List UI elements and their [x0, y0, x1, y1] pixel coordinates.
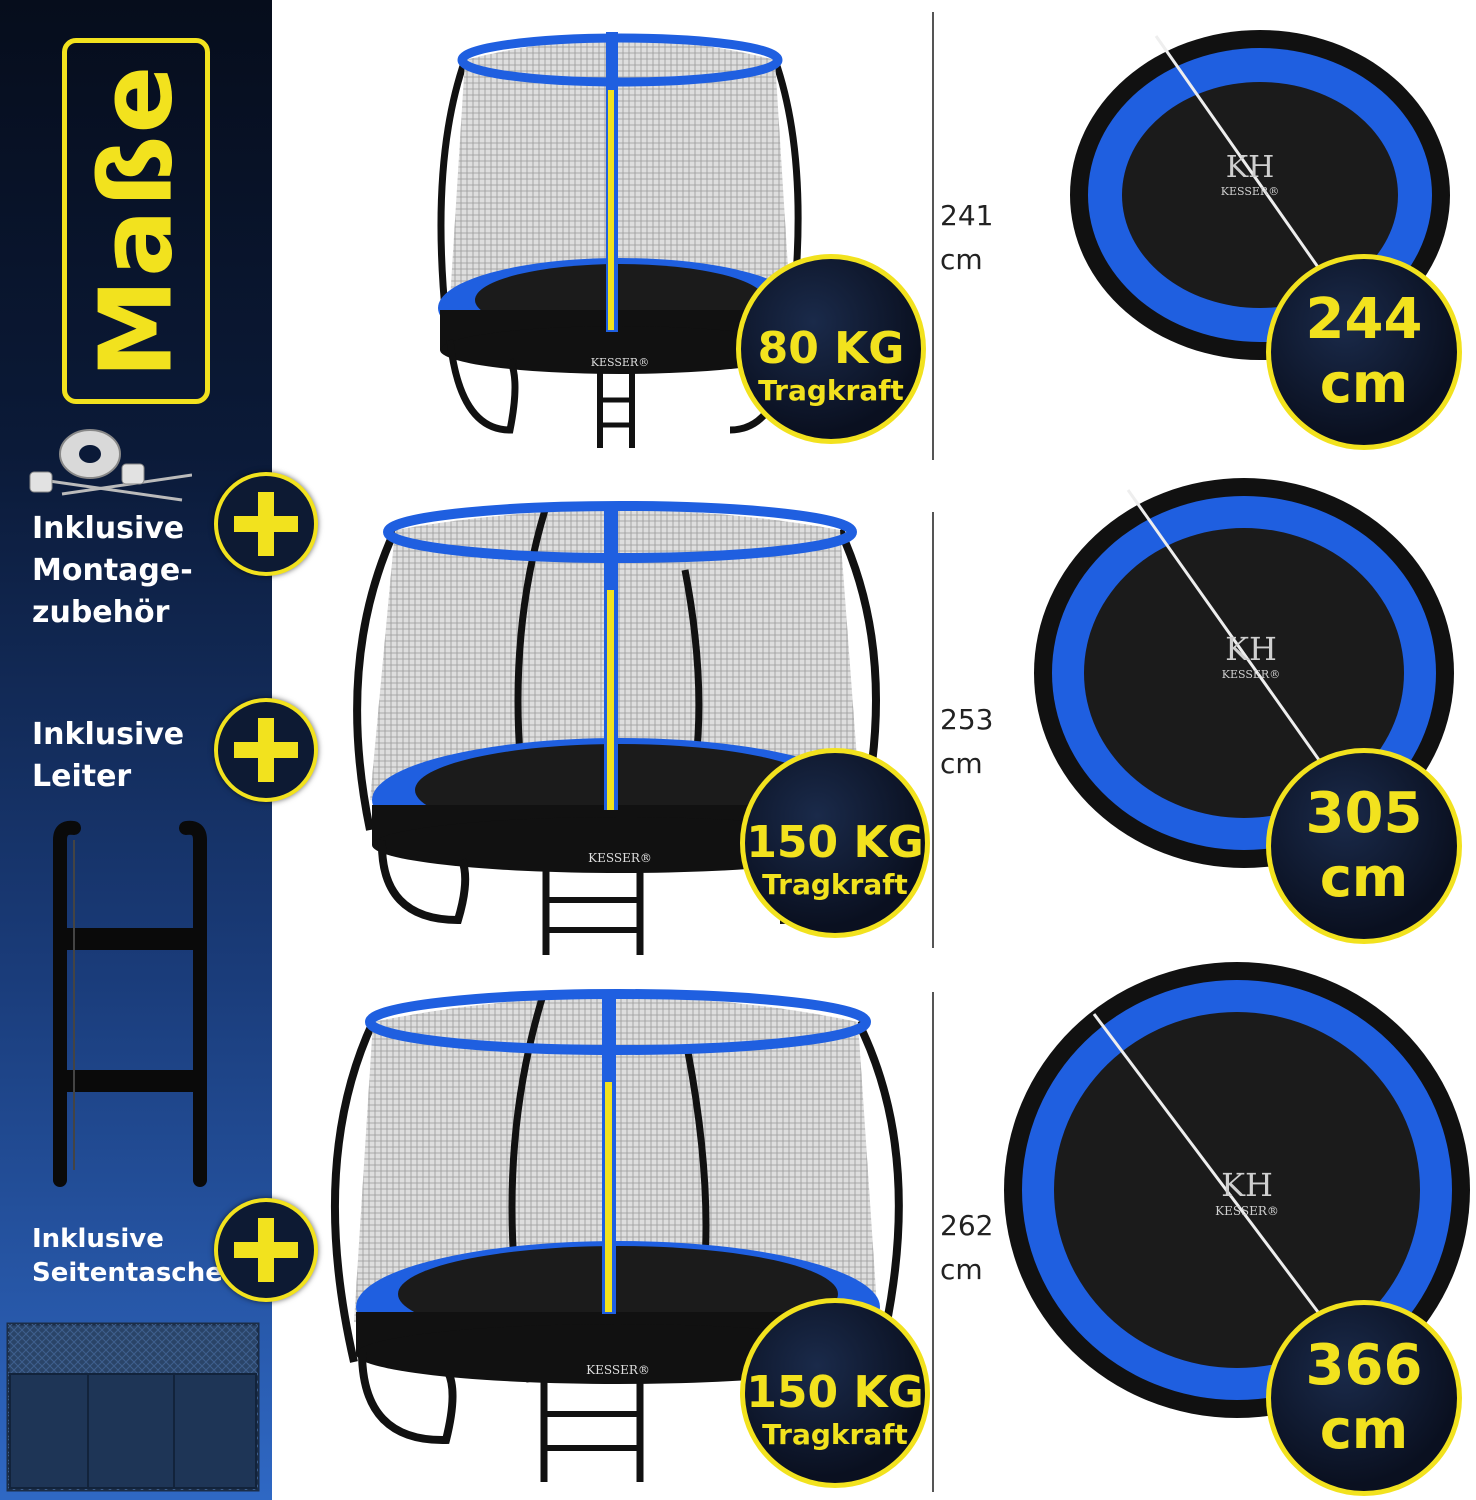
- top-logo: KH KESSER®: [1220, 150, 1280, 198]
- screws-icon: [29, 429, 192, 502]
- diameter-line-305: [1126, 489, 1338, 785]
- load-badge-1: 80 KG Tragkraft: [736, 254, 926, 444]
- load-badge-2: 150 KG Tragkraft: [740, 748, 930, 938]
- trampoline-logo: KESSER®: [588, 851, 652, 865]
- top-view-305: [1034, 478, 1454, 868]
- plus-icon: [214, 472, 318, 576]
- page-title: Maße: [77, 63, 195, 379]
- top-logo: KH KESSER®: [1221, 630, 1281, 681]
- title-box: Maße: [62, 38, 210, 404]
- trampoline-logo: KESSER®: [591, 356, 649, 369]
- top-logo: KH KESSER®: [1215, 1166, 1279, 1218]
- diameter-badge-2: 305 cm: [1266, 748, 1462, 944]
- ladder-icon: [53, 820, 207, 1187]
- accessory-label-mounting: Inklusive Montage- zubehör: [32, 511, 193, 630]
- height-line: [932, 512, 934, 948]
- accessory-label-side-bag: Inklusive Seitentasche: [32, 1224, 223, 1288]
- plus-icon: [214, 1198, 318, 1302]
- height-label-1: 241 cm: [940, 199, 994, 276]
- accessory-label-ladder: Inklusive Leiter: [32, 717, 185, 794]
- height-label-2: 253 cm: [940, 703, 994, 780]
- height-line: [932, 992, 934, 1492]
- diameter-line-366: [1092, 1013, 1332, 1329]
- diameter-line-244: [1154, 35, 1322, 271]
- height-line: [932, 12, 934, 460]
- load-badge-3: 150 KG Tragkraft: [740, 1298, 930, 1488]
- sidebar: Maße Inklusive Montage- zubehör Inklusiv…: [0, 0, 318, 1500]
- trampoline-logo: KESSER®: [586, 1363, 650, 1377]
- plus-icon: [214, 698, 318, 802]
- diameter-badge-1: 244 cm: [1266, 254, 1462, 450]
- side-bag-icon: [6, 1322, 260, 1492]
- trampoline-image-366: KESSER®: [330, 989, 903, 1482]
- diameter-badge-3: 366 cm: [1266, 1300, 1462, 1496]
- height-label-3: 262 cm: [940, 1209, 994, 1286]
